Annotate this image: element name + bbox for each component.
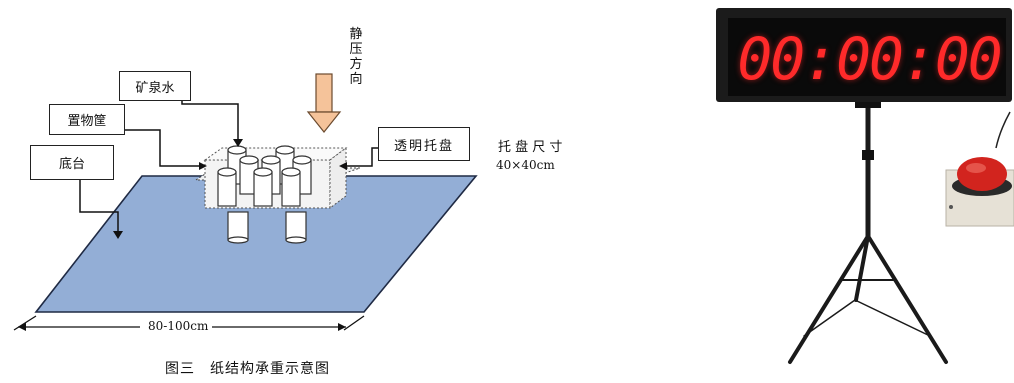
lower-bottles: [227, 211, 307, 244]
dimension-line: [13, 315, 365, 331]
tripod-stand: [788, 100, 948, 364]
label-base-text: 底台: [58, 157, 85, 172]
figure-caption: 图三 纸结构承重示意图: [165, 361, 330, 377]
tray-size-title: 托 盘 尺 寸: [498, 140, 563, 155]
timer-display: 00:00:00: [737, 25, 1002, 93]
label-mineral-water: 矿泉水: [119, 71, 191, 101]
tray-size-value: 40×40cm: [496, 158, 555, 172]
label-mineral-water-text: 矿泉水: [135, 80, 175, 96]
pressure-direction-label: 静压方向: [349, 27, 363, 87]
label-basket-text: 置物筐: [67, 114, 107, 129]
leader-arrowheads: [113, 139, 347, 239]
label-tray-text: 透明托盘: [393, 138, 454, 154]
dimension-label: 80-100cm: [148, 319, 209, 333]
mineral-water-bottles: [217, 145, 312, 207]
dimension-arrowheads: [18, 323, 346, 331]
label-basket: 置物筐: [49, 104, 125, 135]
load-diagram: [13, 73, 478, 331]
label-tray: 透明托盘: [378, 127, 470, 161]
pressure-arrow: [306, 73, 342, 133]
base-platform: [34, 175, 478, 313]
start-stop-button[interactable]: [957, 157, 1007, 191]
label-base: 底台: [30, 145, 114, 180]
